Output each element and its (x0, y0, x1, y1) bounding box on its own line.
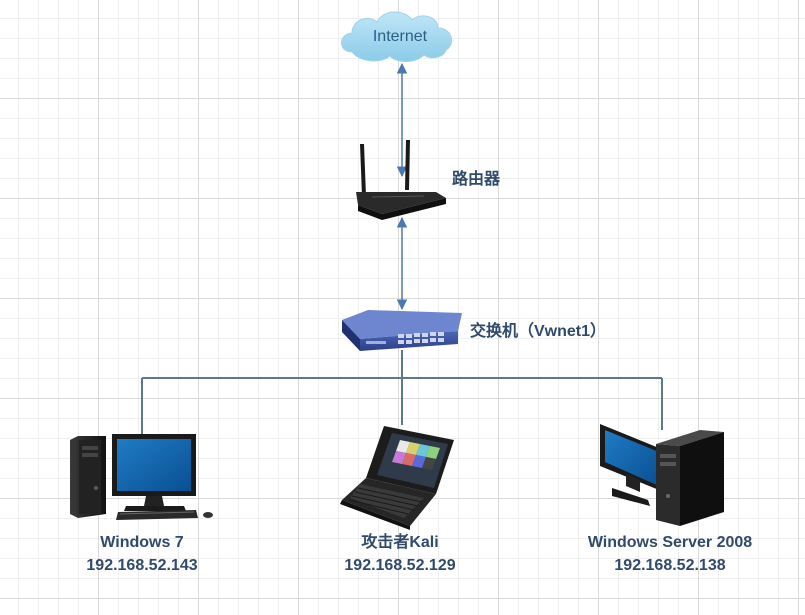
windows7-pc-icon (70, 434, 213, 520)
host-name-windows7: Windows 7 (100, 534, 184, 551)
server-pc-icon (600, 424, 724, 526)
switch-icon (342, 310, 462, 351)
host-name-server2008: Windows Server 2008 (587, 534, 753, 551)
host-name-kali: 攻击者Kali (361, 534, 439, 551)
kali-laptop-icon (340, 426, 454, 530)
host-ip-kali: 192.168.52.129 (344, 557, 456, 574)
router-icon (356, 140, 446, 220)
internet-cloud-icon (341, 11, 453, 62)
switch-label: 交换机（Vwnet1） (470, 323, 607, 340)
router-label: 路由器 (452, 171, 501, 188)
host-ip-server2008: 192.168.52.138 (614, 557, 726, 574)
host-ip-windows7: 192.168.52.143 (86, 557, 198, 574)
host-links (141, 350, 663, 434)
internet-label: Internet (372, 28, 428, 45)
